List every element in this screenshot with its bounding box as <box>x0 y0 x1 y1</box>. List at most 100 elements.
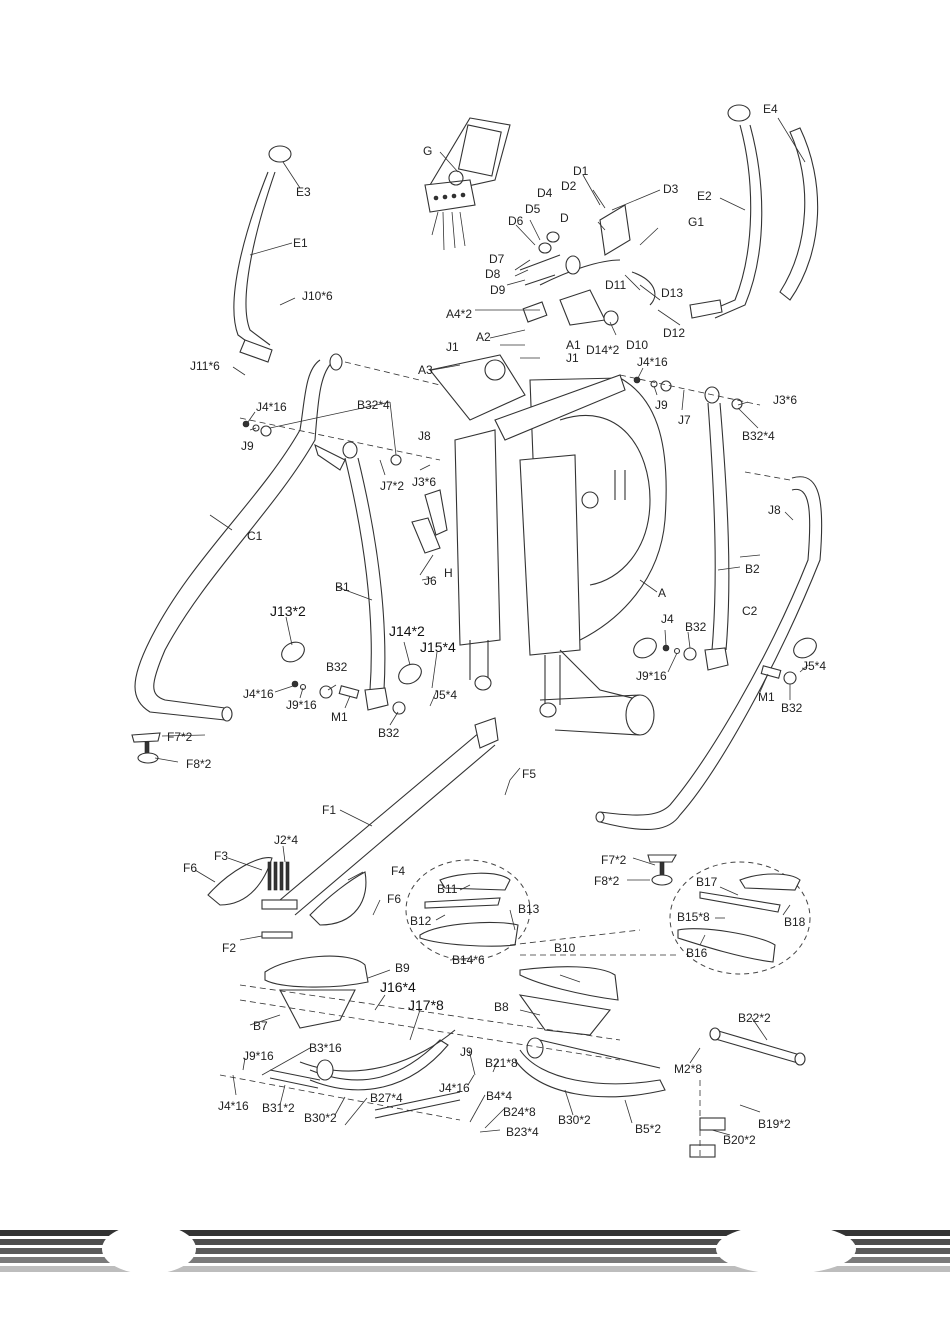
pedal-arm-left <box>299 1029 456 1091</box>
console-part-G <box>424 117 511 251</box>
label-J3x6-right: J3*6 <box>773 393 797 407</box>
page-number-oval-right <box>716 1228 856 1274</box>
label-J9-top-left: J9 <box>241 439 254 453</box>
label-J9-bottom: J9 <box>460 1045 473 1059</box>
label-B1: B1 <box>335 580 350 594</box>
label-F8x2-left: F8*2 <box>186 757 212 771</box>
label-B10: B10 <box>554 941 576 955</box>
handlebar-E2 <box>689 104 763 319</box>
label-B16: B16 <box>686 946 708 960</box>
label-M1-right: M1 <box>758 690 775 704</box>
label-J15x4: J15*4 <box>420 639 456 655</box>
label-J9x16-mid-right: J9*16 <box>636 669 667 683</box>
label-B18: B18 <box>784 915 806 929</box>
label-B32-mid-right-a: B32 <box>685 620 707 634</box>
pedal-arm-B5 <box>514 1037 666 1098</box>
label-B2: B2 <box>745 562 760 576</box>
label-J4x16-top-left: J4*16 <box>256 400 287 414</box>
label-B5x2: B5*2 <box>635 1122 661 1136</box>
label-J14x2: J14*2 <box>389 623 425 639</box>
page-number-oval-left <box>102 1228 196 1274</box>
label-D3: D3 <box>663 182 679 196</box>
grip-E4 <box>779 127 819 301</box>
label-J4x16-mid-left: J4*16 <box>243 687 274 701</box>
label-J13x2: J13*2 <box>270 603 306 619</box>
label-C1: C1 <box>247 529 263 543</box>
label-A4x2: A4*2 <box>446 307 472 321</box>
label-B32x4-right: B32*4 <box>742 429 775 443</box>
label-C2: C2 <box>742 604 758 618</box>
label-A: A <box>658 586 666 600</box>
label-F7x2-right: F7*2 <box>601 853 627 867</box>
label-B15x8: B15*8 <box>677 910 710 924</box>
label-F7x2-left: F7*2 <box>167 730 193 744</box>
handlebar-mount-D <box>519 204 656 326</box>
part-labels: G E3 E1 J10*6 J11*6 E4 E2 D1 D2 D3 D4 D5… <box>167 102 826 1147</box>
label-J8-left: J8 <box>418 429 431 443</box>
label-B12: B12 <box>410 914 432 928</box>
label-B32-mid-right-b: B32 <box>781 701 803 715</box>
label-D1: D1 <box>573 164 589 178</box>
label-B21x8: B21*8 <box>485 1056 518 1070</box>
label-B14x6: B14*6 <box>452 953 485 967</box>
label-B31x2: B31*2 <box>262 1101 295 1115</box>
label-E3: E3 <box>296 185 311 199</box>
label-J1-right: J1 <box>566 351 579 365</box>
lower-handle-C1 <box>131 353 343 764</box>
label-B4x4: B4*4 <box>486 1089 512 1103</box>
label-B13: B13 <box>518 902 540 916</box>
label-D14x2: D14*2 <box>586 343 620 357</box>
label-B23x4: B23*4 <box>506 1125 539 1139</box>
label-J4x16-bottom-mid: J4*16 <box>439 1081 470 1095</box>
pedal-detail-right <box>669 861 811 975</box>
bottle-holder-H <box>411 489 448 554</box>
label-D13: D13 <box>661 286 683 300</box>
label-D8: D8 <box>485 267 501 281</box>
label-J5x4-left: J5*4 <box>433 688 457 702</box>
label-B32-left-b: B32 <box>378 726 400 740</box>
handlebar-E1 <box>233 145 292 363</box>
label-J7x2: J7*2 <box>380 479 404 493</box>
label-J17x8: J17*8 <box>408 997 444 1013</box>
label-D11: D11 <box>605 278 626 292</box>
label-J2x4: J2*4 <box>274 833 298 847</box>
label-B24x8: B24*8 <box>503 1105 536 1119</box>
label-D2: D2 <box>561 179 577 193</box>
label-J3x6-left: J3*6 <box>412 475 436 489</box>
footer-stripe <box>0 1266 950 1272</box>
label-B30x2-right: B30*2 <box>558 1113 591 1127</box>
footer-stripe <box>0 1257 950 1263</box>
label-B17: B17 <box>696 875 718 889</box>
pedal-B9 <box>264 955 369 1029</box>
swing-arm-B1 <box>314 441 389 711</box>
label-J9x16-mid-left: J9*16 <box>286 698 317 712</box>
label-D10: D10 <box>626 338 648 352</box>
label-D7: D7 <box>489 252 505 266</box>
label-A3: A3 <box>418 363 433 377</box>
label-J6: J6 <box>424 574 437 588</box>
label-H: H <box>444 566 453 580</box>
label-E1: E1 <box>293 236 308 250</box>
label-B22x2: B22*2 <box>738 1011 771 1025</box>
pedal-detail-left <box>405 859 531 961</box>
label-F6-right: F6 <box>387 892 401 906</box>
label-B20x2: B20*2 <box>723 1133 756 1147</box>
label-B32-left-a: B32 <box>326 660 348 674</box>
label-F3: F3 <box>214 849 228 863</box>
label-J9-top-right: J9 <box>655 398 668 412</box>
label-J11x6: J11*6 <box>190 359 220 373</box>
hardware <box>242 376 797 715</box>
label-A2: A2 <box>476 330 491 344</box>
label-A1: A1 <box>566 338 581 352</box>
footer-stripe <box>0 1248 950 1254</box>
label-B8: B8 <box>494 1000 509 1014</box>
label-B3x16: B3*16 <box>309 1041 342 1055</box>
label-B9: B9 <box>395 961 410 975</box>
label-D4: D4 <box>537 186 553 200</box>
label-B30x2-left: B30*2 <box>304 1111 337 1125</box>
label-M2x8: M2*8 <box>674 1062 702 1076</box>
label-M1-left: M1 <box>331 710 348 724</box>
label-F4: F4 <box>391 864 405 878</box>
label-J4x16-bottom-left: J4*16 <box>218 1099 249 1113</box>
